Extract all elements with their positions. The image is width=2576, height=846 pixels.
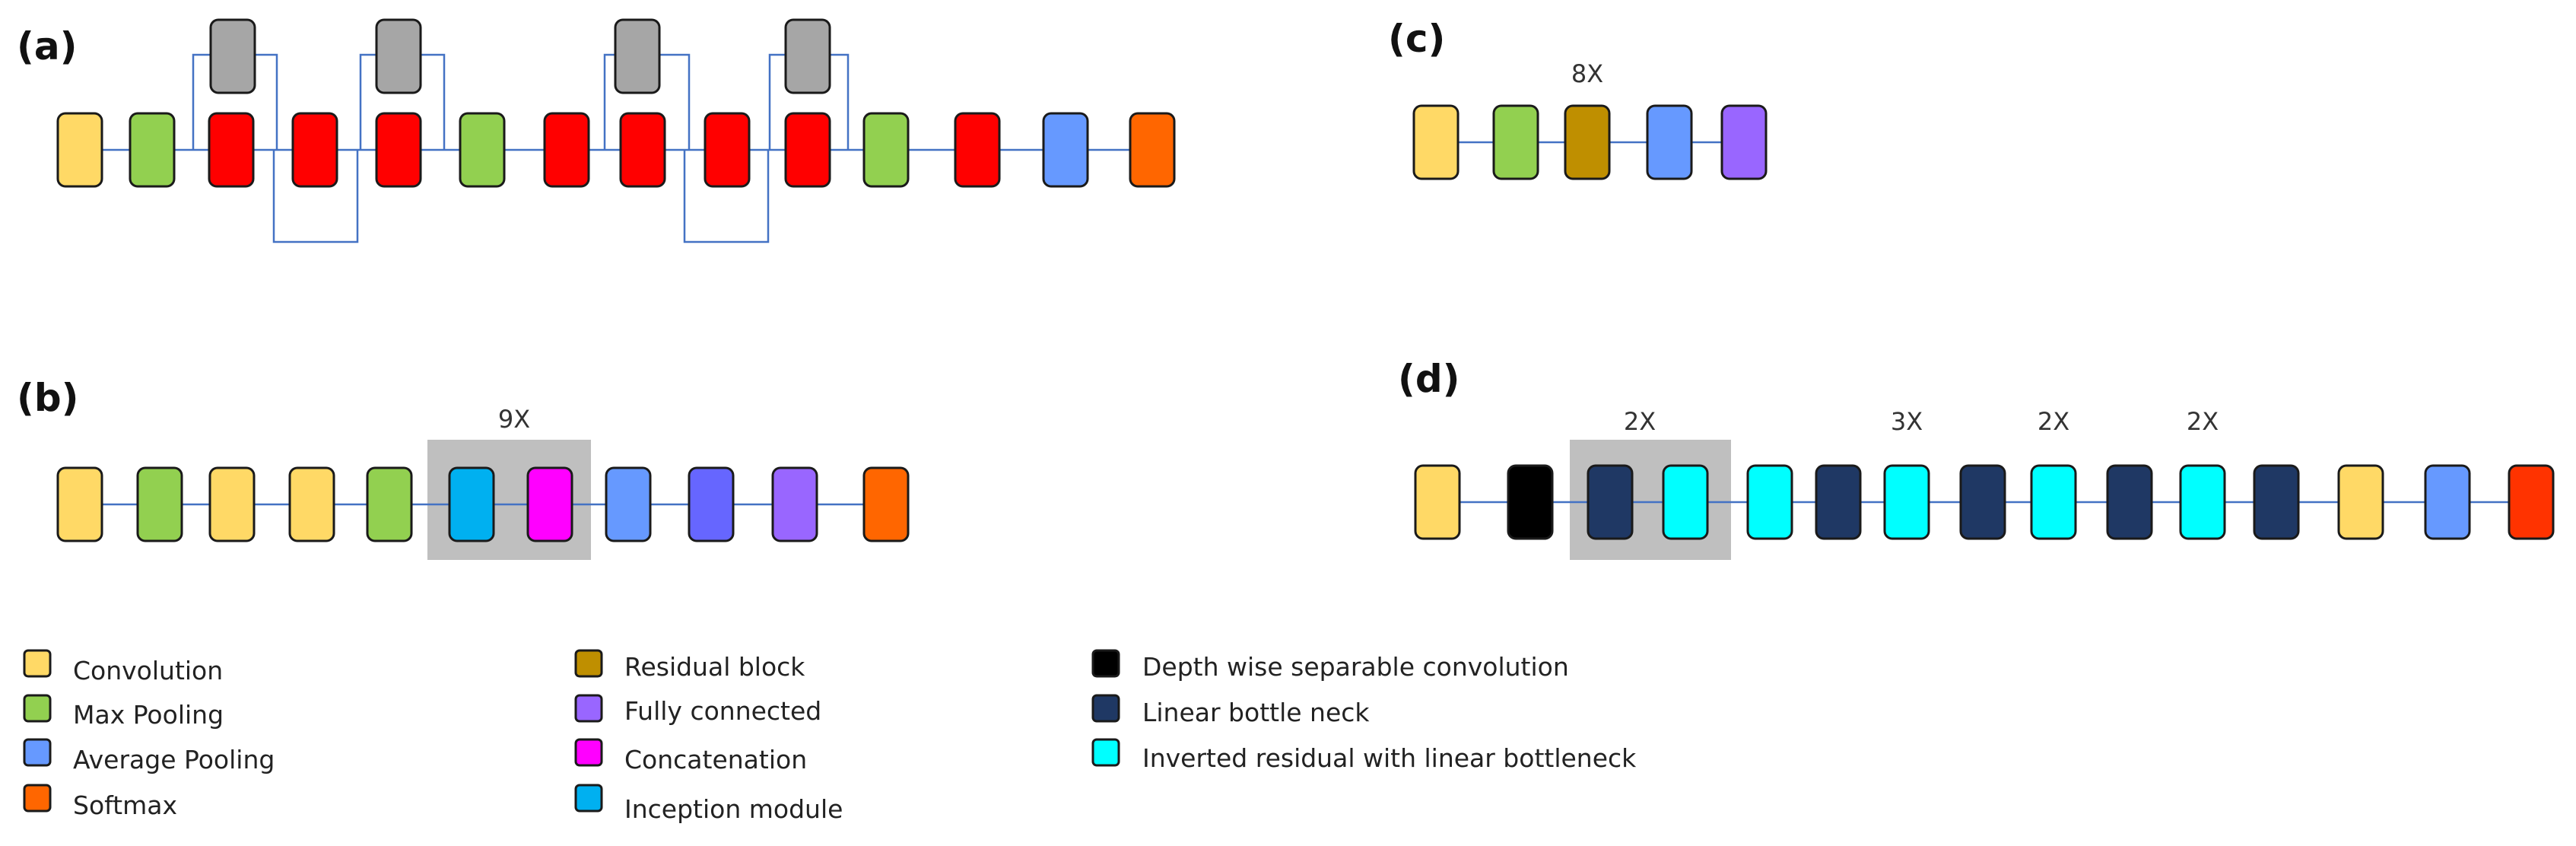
legend-swatch-max-pooling	[23, 694, 52, 723]
repeat-label-d-2: 3X	[1891, 407, 1923, 436]
repeat-label-c: 8X	[1571, 59, 1603, 88]
panel-d-block-linear-bottleneck	[1815, 464, 1862, 540]
panel-d-block-linear-bottleneck	[1587, 464, 1634, 540]
legend-swatch-inception-module	[574, 784, 603, 813]
repeat-label-d-4: 2X	[2187, 407, 2219, 436]
legend-swatch-linear-bottleneck	[1091, 694, 1120, 723]
legend-label-softmax: Softmax	[73, 790, 177, 820]
legend-label-linear-bottleneck: Linear bottle neck	[1142, 698, 1370, 727]
panel-d-block-final-red	[2508, 464, 2555, 540]
legend-swatch-softmax	[23, 784, 52, 813]
legend-label-inception-module: Inception module	[624, 794, 843, 824]
panel-b-block-convolution	[56, 466, 103, 542]
legend-swatch-inverted-residual	[1091, 738, 1120, 767]
panel-d-block-linear-bottleneck	[2106, 464, 2153, 540]
panel-d-block-depthwise-separable-convolution	[1507, 464, 1554, 540]
connector-layer	[80, 53, 2531, 506]
legend-swatch-convolution	[23, 649, 52, 678]
panel-d-block-average-pooling	[2424, 464, 2471, 540]
panel-c-block-max-pooling	[1492, 104, 1539, 180]
legend-swatch-concatenation	[574, 738, 603, 767]
panel-a-branch-block-residual-branch-gray	[209, 18, 256, 94]
panel-c-block-residual-block	[1564, 104, 1611, 180]
legend-swatch-average-pooling	[23, 738, 52, 767]
panel-d-block-inverted-residual	[1883, 464, 1930, 540]
repeat-label-b: 9X	[498, 405, 530, 434]
panel-d-block-inverted-residual	[2179, 464, 2226, 540]
panel-d-block-convolution	[1414, 464, 1461, 540]
panel-d-block-linear-bottleneck	[2253, 464, 2300, 540]
panel-a-skip-down-1	[683, 150, 770, 243]
panel-a-block-convolution	[56, 112, 103, 188]
legend-label-residual-block: Residual block	[624, 652, 805, 682]
panel-a-block-residual-red	[784, 112, 831, 188]
panel-b-block-fully-connected-alt	[688, 466, 735, 542]
panel-a-block-residual-red	[704, 112, 751, 188]
panel-a-block-residual-red	[375, 112, 422, 188]
legend-label-max-pooling: Max Pooling	[73, 700, 224, 730]
panel-d-block-inverted-residual	[2030, 464, 2077, 540]
panel-c-block-fully-connected	[1720, 104, 1768, 180]
legend-swatch-depthwise-separable-convolution	[1091, 649, 1120, 678]
panel-b-block-convolution	[288, 466, 335, 542]
legend-label-concatenation: Concatenation	[624, 745, 807, 774]
panel-b-block-concatenation	[526, 466, 573, 542]
panel-label-c: (c)	[1388, 17, 1445, 61]
panel-a-block-max-pooling	[129, 112, 176, 188]
panel-a-skip-down-0	[272, 150, 359, 243]
panel-label-d: (d)	[1398, 357, 1460, 401]
panel-d-block-linear-bottleneck	[1959, 464, 2006, 540]
panel-b-block-softmax	[862, 466, 910, 542]
panel-b-block-max-pooling	[136, 466, 183, 542]
panel-a-block-max-pooling	[862, 112, 910, 188]
panel-a-block-softmax	[1129, 112, 1176, 188]
panel-d-block-convolution	[2337, 464, 2384, 540]
legend-swatch-residual-block	[574, 649, 603, 678]
legend-label-average-pooling: Average Pooling	[73, 745, 275, 774]
panel-c-block-convolution	[1412, 104, 1460, 180]
repeat-label-d-3: 2X	[2038, 407, 2069, 436]
panel-a-branch-block-residual-branch-gray	[375, 18, 422, 94]
panel-b-block-convolution	[208, 466, 256, 542]
panel-a-block-residual-red	[208, 112, 255, 188]
legend-label-convolution: Convolution	[73, 656, 223, 685]
panel-b-block-fully-connected	[771, 466, 818, 542]
panel-c-block-average-pooling	[1646, 104, 1693, 180]
panel-label-a: (a)	[17, 24, 77, 68]
legend: Convolution Max Pooling Average Pooling …	[23, 649, 1637, 824]
panel-d-block-inverted-residual	[1662, 464, 1709, 540]
repeat-label-d-1: 2X	[1624, 407, 1656, 436]
panel-d-block-inverted-residual	[1746, 464, 1793, 540]
panel-a-block-residual-red	[543, 112, 590, 188]
panel-a-block-max-pooling	[459, 112, 506, 188]
block-layer	[56, 18, 2555, 542]
panel-a-block-residual-red	[954, 112, 1001, 188]
legend-swatch-fully-connected	[574, 694, 603, 723]
panel-a-block-average-pooling	[1042, 112, 1089, 188]
panel-b-block-inception-module	[448, 466, 495, 542]
panel-b-block-max-pooling	[366, 466, 413, 542]
panel-a-branch-block-residual-branch-gray	[614, 18, 661, 94]
panel-a-branch-block-residual-branch-gray	[784, 18, 831, 94]
panel-label-b: (b)	[17, 376, 79, 420]
panel-b-block-average-pooling	[605, 466, 652, 542]
legend-label-fully-connected: Fully connected	[624, 696, 821, 726]
panel-a-block-residual-red	[291, 112, 338, 188]
legend-label-depthwise-separable-convolution: Depth wise separable convolution	[1142, 652, 1569, 682]
panel-a-block-residual-red	[619, 112, 666, 188]
legend-label-inverted-residual: Inverted residual with linear bottleneck	[1142, 743, 1637, 773]
